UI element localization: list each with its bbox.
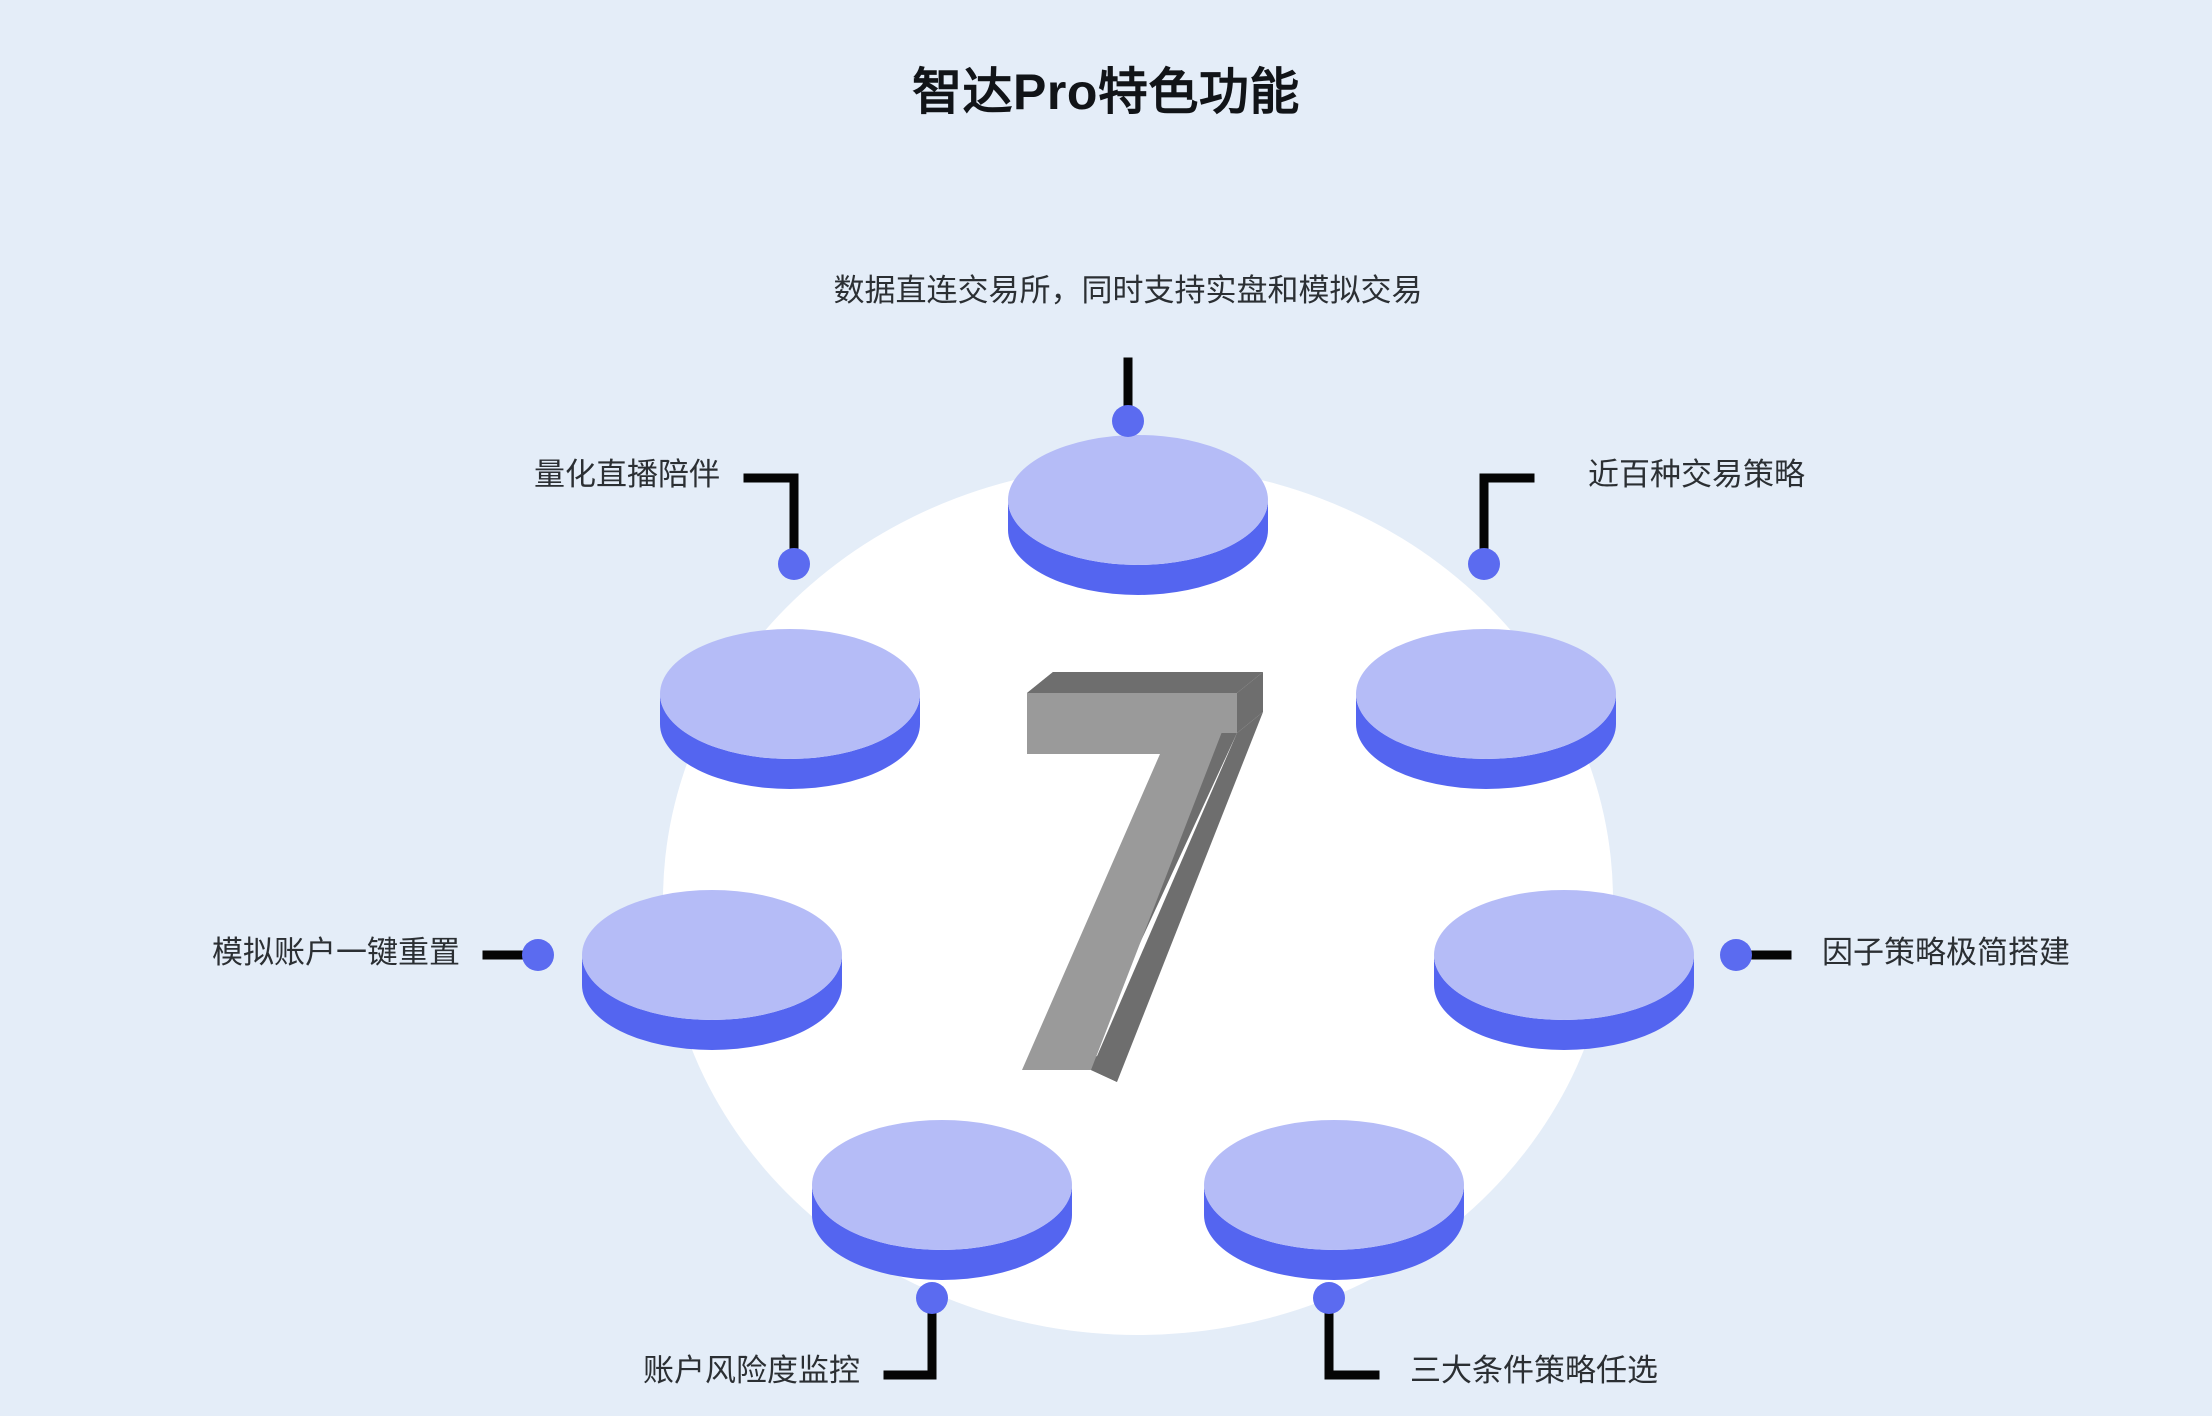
feature-label-factor-builder: 因子策略极简搭建 (1822, 935, 2070, 970)
connector-dot-account-reset (522, 939, 554, 971)
connector-risk-monitor (883, 1302, 937, 1380)
feature-label-account-reset: 模拟账户一键重置 (212, 935, 460, 970)
feature-disc-factor-builder[interactable] (1434, 890, 1694, 1050)
connector-dot-strategy-count (1468, 548, 1500, 580)
connector-dot-factor-builder (1720, 939, 1752, 971)
numeral-7-3d (1022, 672, 1263, 1082)
connector-strategy-count (1479, 473, 1535, 560)
connector-dot-live-companion (778, 548, 810, 580)
feature-disc-strategy-count[interactable] (1356, 629, 1616, 789)
page-title: 智达Pro特色功能 (912, 64, 1300, 120)
connector-dot-data-exchange (1112, 405, 1144, 437)
feature-label-live-companion: 量化直播陪伴 (534, 457, 720, 492)
connector-conditional-strategy (1324, 1302, 1380, 1380)
feature-label-strategy-count: 近百种交易策略 (1588, 457, 1805, 492)
feature-label-risk-monitor: 账户风险度监控 (643, 1353, 860, 1388)
feature-disc-account-reset[interactable] (582, 890, 842, 1050)
feature-disc-data-exchange[interactable] (1008, 435, 1268, 595)
feature-disc-conditional-strategy[interactable] (1204, 1120, 1464, 1280)
feature-disc-risk-monitor[interactable] (812, 1120, 1072, 1280)
connector-dot-risk-monitor (916, 1282, 948, 1314)
feature-label-data-exchange: 数据直连交易所，同时支持实盘和模拟交易 (833, 273, 1423, 308)
connector-dot-conditional-strategy (1313, 1282, 1345, 1314)
feature-disc-live-companion[interactable] (660, 629, 920, 789)
connector-live-companion (743, 473, 799, 560)
feature-label-conditional-strategy: 三大条件策略任选 (1410, 1353, 1658, 1388)
